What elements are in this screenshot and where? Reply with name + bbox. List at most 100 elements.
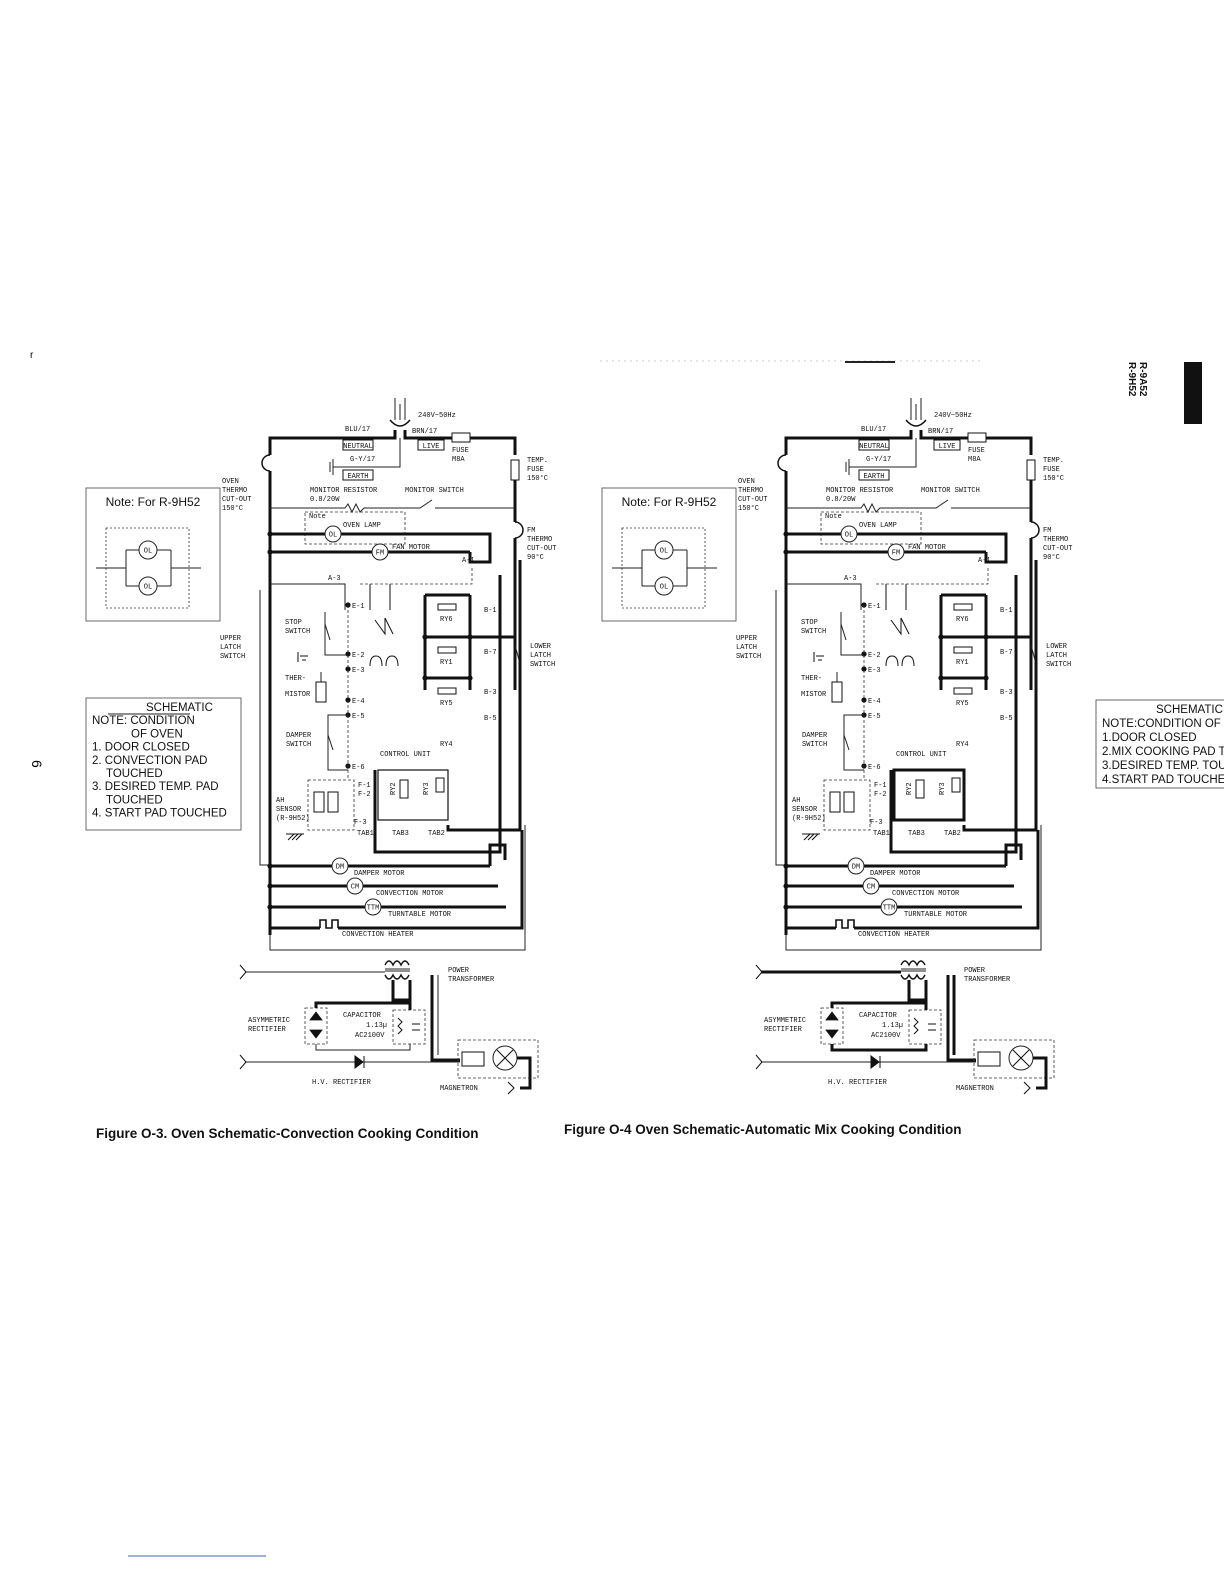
note-ol-bottom-label: OL — [144, 584, 152, 592]
upper-latch-label-3: SWITCH — [736, 653, 761, 661]
damper-switch-wire — [327, 714, 348, 771]
turntable-motor-junction — [783, 904, 789, 910]
magnetron-frame — [973, 1039, 1055, 1079]
neutral-tag — [858, 439, 890, 451]
temp-fuse-label-1: TEMP. — [1043, 457, 1064, 465]
label-a3: A-3 — [328, 575, 341, 583]
label-e5: E-5 — [352, 713, 365, 721]
lower-latch-label-2: LATCH — [530, 652, 551, 660]
note-ol-top — [654, 540, 674, 560]
live-tag-label: LIVE — [939, 443, 956, 451]
label-e3: E-3 — [352, 667, 365, 675]
damper-motor-label: DM — [852, 864, 860, 872]
ah-sensor-label-2: SENSOR — [792, 806, 818, 814]
ground-symbol-1 — [297, 652, 308, 662]
oven-lamp-label: OL — [329, 532, 337, 540]
ah-sensor-label-3: (R-9H52) — [276, 815, 310, 823]
wire-fan-return — [468, 532, 492, 564]
ah-sensor-r1 — [313, 791, 325, 813]
stop-switch-label-2: SWITCH — [285, 628, 310, 636]
junction-r4 — [467, 675, 473, 681]
earth-tag-label: EARTH — [863, 473, 884, 481]
label-f1: F-1 — [874, 782, 887, 790]
oven-lamp-note-label: Note — [825, 513, 842, 521]
damper-switch-label-2: SWITCH — [802, 741, 827, 749]
damper-motor-label: DM — [336, 864, 344, 872]
temp-fuse-label-3: 150°C — [1043, 474, 1064, 483]
schematic-legend-line-1: NOTE: CONDITION — [92, 715, 195, 727]
ground-symbol-2 — [286, 833, 304, 841]
label-f3: F-3 — [354, 819, 367, 827]
convection-motor-label: CM — [351, 884, 359, 892]
damper-motor-junction — [783, 863, 789, 869]
fan-motor-label: FM — [376, 550, 384, 558]
fan-motor — [887, 543, 905, 561]
upper-latch-label-3: SWITCH — [220, 653, 245, 661]
label-a1: A-1 — [978, 557, 991, 565]
live-wire-label: BRN/17 — [928, 428, 953, 436]
relay-ry6-label: RY6 — [440, 616, 453, 624]
relay-coil-1 — [437, 646, 457, 654]
label-b3: B-3 — [1000, 689, 1013, 697]
oven-lamp-note-label: Note — [309, 513, 326, 521]
lower-latch-label-1: LOWER — [1046, 643, 1068, 651]
schematic-legend-line-5: TOUCHED — [106, 768, 163, 780]
upper-latch-label-2: LATCH — [220, 644, 241, 652]
capacitor-voltage: AC2100V — [355, 1032, 385, 1040]
turntable-motor — [364, 898, 382, 916]
oven-thermo-label-2: THERMO — [222, 487, 247, 495]
relay-ry2-coil — [399, 779, 409, 799]
label-b7: B-7 — [1000, 649, 1013, 657]
capacitor-label: CAPACITOR — [859, 1012, 898, 1020]
side-tab-bar — [1184, 362, 1202, 424]
side-model-line-1: R-9A52 — [1137, 362, 1148, 397]
fm-thermo-label-4: 90°C — [1043, 553, 1060, 562]
asym-rectifier-diodes — [825, 1011, 839, 1039]
damper-motor — [847, 857, 865, 875]
power-transformer-label-1: POWER — [964, 967, 986, 975]
zigzag-symbol — [374, 617, 394, 636]
note-ol-top-label: OL — [660, 548, 668, 556]
figure-o4: Note: For R-9H52OLOLSCHEMATICNOTE:CONDIT… — [564, 398, 1224, 1137]
oven-lamp — [324, 525, 342, 543]
convection-motor-label: CM — [867, 884, 875, 892]
scan-mark-corner: r — [30, 350, 34, 361]
schematic-legend-line-6: 3. DESIRED TEMP. PAD — [92, 781, 219, 793]
fm-thermo-label-3: CUT-OUT — [527, 545, 556, 553]
junction-fan-left — [267, 549, 273, 555]
ground-symbol-2 — [802, 833, 820, 841]
label-a3: A-3 — [844, 575, 857, 583]
convection-motor-label: CONVECTION MOTOR — [892, 890, 960, 898]
capacitor-value: 1.13µ — [366, 1022, 387, 1030]
capacitor-symbol — [913, 1017, 936, 1035]
turntable-motor-label: TTM — [883, 905, 896, 913]
label-b1: B-1 — [1000, 607, 1013, 615]
magnetron-cross — [1012, 1049, 1030, 1067]
note-ol-top-label: OL — [144, 548, 152, 556]
oven-thermo-symbol — [261, 454, 271, 472]
upper-latch-label-2: LATCH — [736, 644, 757, 652]
coil-e2 — [885, 655, 915, 667]
label-tab2: TAB2 — [944, 830, 961, 838]
zigzag-symbol — [890, 617, 910, 636]
stop-switch-label-1: STOP — [801, 619, 818, 627]
convection-motor-junction — [267, 883, 273, 889]
ah-sensor-frame — [823, 779, 871, 831]
connector-arrow-3 — [507, 1081, 515, 1095]
transformer-secondary — [900, 973, 926, 980]
schematic-legend-box — [85, 697, 242, 831]
figure-caption: Figure O-4 Oven Schematic-Automatic Mix … — [564, 1122, 962, 1137]
stop-switch-contact — [840, 623, 847, 641]
capacitor-top-wire — [830, 1001, 928, 1010]
label-e1: E-1 — [868, 603, 881, 611]
wire-tab-loop — [889, 575, 1018, 854]
convection-heater-symbol — [835, 919, 855, 929]
label-tab2: TAB2 — [428, 830, 445, 838]
thermistor-symbol — [315, 681, 327, 703]
oven-thermo-label-3: CUT-OUT — [738, 496, 767, 504]
connector-arrow-2 — [755, 1054, 763, 1070]
damper-switch-contact — [327, 734, 334, 751]
turntable-motor — [880, 898, 898, 916]
side-model-label: R-9A52 R-9H52 — [1126, 362, 1148, 397]
